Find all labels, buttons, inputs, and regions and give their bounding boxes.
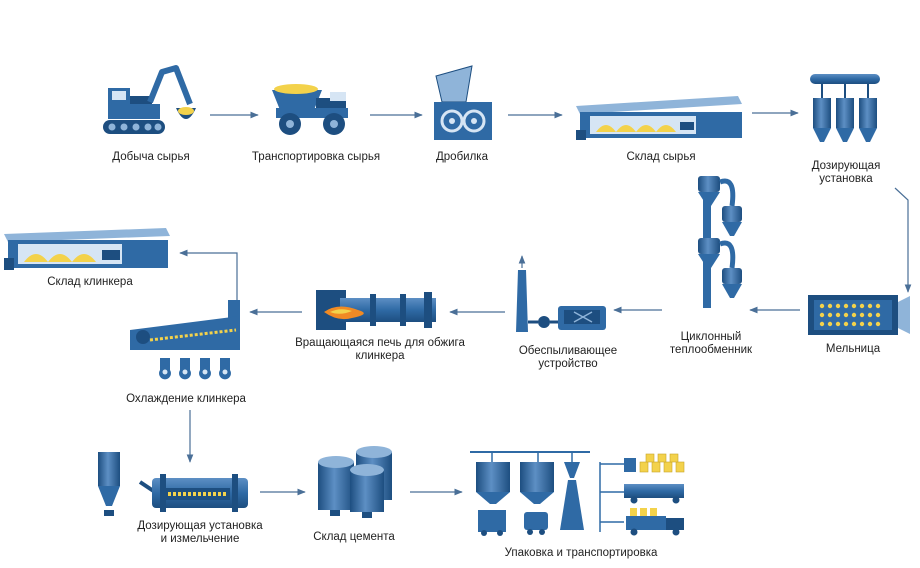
arrow-dosing-to-mill: [894, 187, 912, 293]
label-extraction: Добыча сырья: [112, 151, 190, 163]
dump-truck-icon: [272, 84, 348, 135]
label-cement-storage: Склад цемента: [313, 531, 395, 543]
clinker-cooler-icon: [130, 300, 240, 380]
label-preheater-line-2: теплообменник: [669, 344, 753, 356]
excavator-icon: [103, 65, 196, 134]
label-cement-dosing-line-1: Дозирующая установка: [137, 520, 263, 532]
arrow-cooling-to-clinker-storage: [179, 249, 238, 300]
label-kiln-line-2: клинкера: [355, 350, 405, 362]
label-dosing-line-1: Дозирующая: [811, 160, 881, 172]
label-crushing: Дробилка: [436, 151, 488, 163]
flow-arrows: [179, 109, 912, 496]
label-dedusting-line-1: Обеспыливающее: [518, 345, 618, 357]
label-clinker-storage: Склад клинкера: [47, 276, 133, 288]
label-cooling: Охлаждение клинкера: [126, 393, 246, 405]
dedusting-unit-icon: [516, 270, 606, 332]
label-packing: Упаковка и транспортировка: [504, 547, 658, 559]
dosing-silos-icon: [810, 74, 880, 142]
rotary-kiln-icon: [316, 290, 436, 330]
packing-transport-icon: [470, 451, 685, 536]
cement-silos-icon: [318, 446, 392, 518]
label-preheater-line-1: Циклонный: [680, 331, 742, 343]
label-kiln-line-1: Вращающаяся печь для обжига: [295, 337, 465, 349]
label-raw-storage: Склад сырья: [626, 151, 696, 163]
label-mill: Мельница: [825, 343, 881, 355]
label-transport: Транспортировка сырья: [251, 151, 381, 163]
clinker-storage-shed-icon: [4, 228, 170, 270]
raw-storage-shed-icon: [576, 96, 742, 140]
crusher-icon: [434, 65, 492, 140]
cyclone-preheater-icon: [698, 176, 742, 308]
mill-icon: [808, 295, 910, 335]
cement-mill-icon: [98, 452, 248, 516]
label-cement-dosing-line-2: и измельчение: [160, 533, 240, 545]
label-dosing-line-2: установка: [819, 173, 873, 185]
label-dedusting-line-2: устройство: [538, 358, 598, 370]
